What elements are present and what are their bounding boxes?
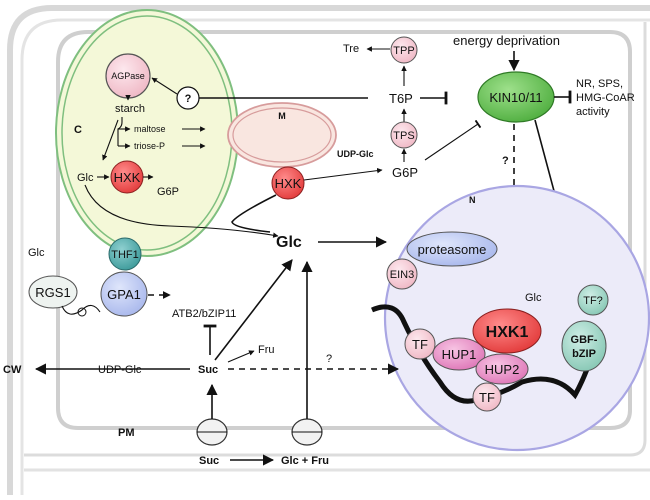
question-label: ?: [185, 93, 192, 105]
tps-label: TPS: [393, 130, 414, 142]
kin-target-2: HMG-CoAR: [576, 92, 635, 104]
mitochondrion: [227, 102, 337, 168]
udp-glc-bottom-label: UDP-Glc: [98, 364, 142, 376]
hup2-node: [475, 353, 529, 385]
mito-hxk-label: HXK: [275, 176, 302, 191]
gbf-bzip-node: [561, 320, 607, 372]
mitochondrion-label: M: [278, 111, 286, 121]
tf-left-label: TF: [412, 337, 428, 352]
triose-p-label: triose-P: [134, 141, 165, 151]
nucleus-label: N: [469, 195, 476, 205]
nucleus-glc-label: Glc: [525, 292, 542, 304]
ein3-label: EIN3: [390, 269, 414, 281]
cell-wall-label: CW: [3, 364, 22, 376]
gbf-label-1: GBF-: [571, 334, 598, 346]
glc-center-label: Glc: [276, 234, 302, 251]
thf1-label: THF1: [111, 249, 139, 261]
chloroplast-g6p-label: G6P: [157, 186, 179, 198]
glc-fru-label: Glc + Fru: [281, 455, 329, 467]
gpa1-node: [100, 271, 148, 317]
tf-question-node: [577, 284, 609, 316]
udp-glc-top-label: UDP-Glc: [337, 149, 374, 159]
chloroplast-hxk-label: HXK: [114, 170, 141, 185]
suc-external-label: Suc: [199, 455, 219, 467]
thf1-node: [108, 237, 142, 271]
t6p-label: T6P: [389, 91, 413, 106]
tpp-node: [390, 36, 418, 64]
maltose-label: maltose: [134, 124, 166, 134]
hup1-label: HUP1: [442, 347, 477, 362]
g6p-top-label: G6P: [392, 165, 418, 180]
ein3-node: [386, 258, 418, 290]
kin-nucleus-question: ?: [502, 155, 509, 167]
plasma-membrane-outline: [24, 22, 650, 472]
tf-bottom-label: TF: [479, 390, 495, 405]
cell-wall-outline: [7, 5, 650, 495]
tps-node: [390, 121, 418, 149]
agpase-label: AGPase: [111, 71, 145, 81]
tf-question-label: TF?: [583, 295, 603, 307]
kin10-11-label: KIN10/11: [489, 90, 542, 105]
chloroplast-label: C: [74, 124, 82, 136]
proteasome-node: [406, 231, 498, 267]
starch-label: starch: [115, 103, 145, 115]
tre-label: Tre: [343, 43, 359, 55]
tpp-label: TPP: [393, 45, 414, 57]
plasma-membrane-label: PM: [118, 427, 135, 439]
external-glc-label: Glc: [28, 247, 45, 259]
rgs1-label: RGS1: [35, 285, 70, 300]
hxk1-label: HXK1: [486, 324, 529, 341]
kin-target-3: activity: [576, 106, 610, 118]
tf-left-node: [404, 328, 436, 360]
proteasome-label: proteasome: [418, 242, 487, 257]
hxk1-node: [472, 308, 542, 354]
gbf-label-2: bZIP: [572, 348, 596, 360]
atb2-bzip11-label: ATB2/bZIP11: [172, 308, 236, 320]
hup1-node: [432, 337, 486, 371]
suc-center-label: Suc: [198, 364, 218, 376]
kin-target-1: NR, SPS,: [576, 78, 623, 90]
fru-label: Fru: [258, 344, 275, 356]
energy-deprivation-label: energy deprivation: [453, 33, 560, 48]
tf-bottom-node: [472, 382, 502, 412]
suc-nucleus-question: ?: [326, 353, 332, 365]
gpa1-label: GPA1: [107, 287, 141, 302]
mito-hxk-node: [271, 166, 305, 200]
hup2-label: HUP2: [485, 362, 520, 377]
chloroplast-glc-label: Glc: [77, 172, 94, 184]
rgs1-node: [28, 275, 78, 309]
